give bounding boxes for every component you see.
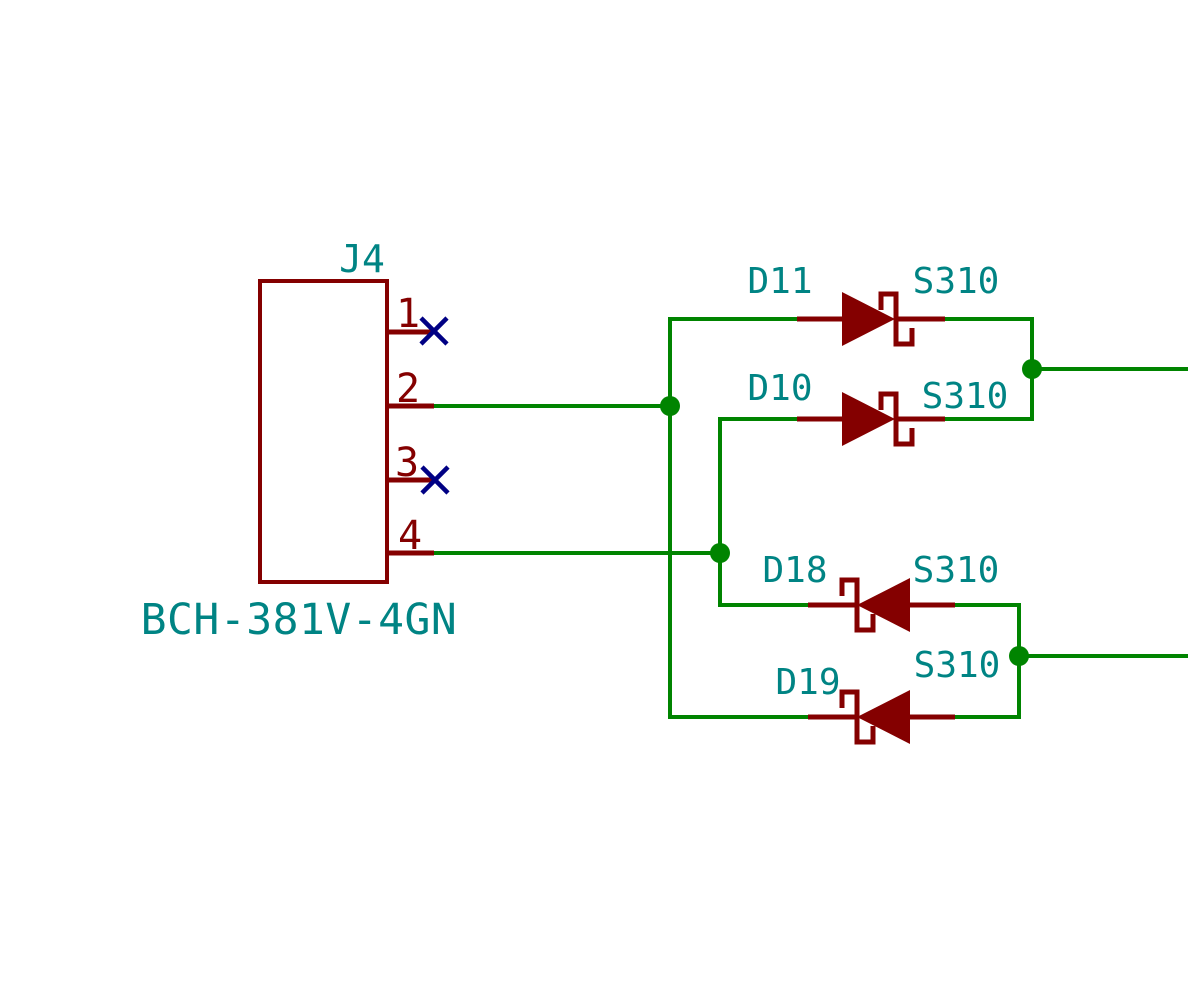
d18-triangle[interactable] bbox=[857, 578, 910, 632]
junction-dot-output-top[interactable] bbox=[1022, 359, 1042, 379]
no-connect-icon-pin1[interactable] bbox=[419, 316, 449, 346]
diode-d18-symbol[interactable]: D18 S310 bbox=[762, 550, 1000, 633]
d11-schottky-cathode-bar[interactable] bbox=[878, 291, 915, 347]
d11-value-label[interactable]: S310 bbox=[913, 261, 1000, 302]
no-connect-icon-pin3[interactable] bbox=[420, 465, 450, 495]
connector-part-number-label[interactable]: BCH-381V-4GN bbox=[141, 595, 458, 645]
d19-value-label[interactable]: S310 bbox=[914, 645, 1001, 686]
connector-j4-symbol[interactable]: 1 2 3 4 J4 BCH-381V-4GN bbox=[141, 237, 458, 645]
d10-reference-label[interactable]: D10 bbox=[747, 368, 812, 409]
junction-dot-output-bottom[interactable] bbox=[1009, 646, 1029, 666]
connector-body[interactable] bbox=[258, 279, 389, 584]
d19-triangle[interactable] bbox=[857, 690, 910, 744]
junction-dot-pin2[interactable] bbox=[660, 396, 680, 416]
pin-2-number: 2 bbox=[396, 366, 420, 412]
d18-value-label[interactable]: S310 bbox=[913, 550, 1000, 591]
d11-reference-label[interactable]: D11 bbox=[747, 261, 812, 302]
pin-1-number: 1 bbox=[396, 291, 420, 337]
diode-d19-symbol[interactable]: D19 S310 bbox=[775, 645, 1001, 745]
d10-value-label[interactable]: S310 bbox=[922, 376, 1009, 417]
junction-dot-pin4[interactable] bbox=[710, 543, 730, 563]
d18-reference-label[interactable]: D18 bbox=[762, 550, 827, 591]
wire-bus-a-d11-d19[interactable] bbox=[668, 317, 810, 719]
wire-bus-b-d10-d18[interactable] bbox=[718, 417, 810, 607]
d10-schottky-cathode-bar[interactable] bbox=[878, 391, 915, 447]
d19-reference-label[interactable]: D19 bbox=[775, 662, 840, 703]
pin-4-number: 4 bbox=[398, 513, 422, 559]
connector-reference-label[interactable]: J4 bbox=[339, 237, 385, 281]
pin-3-number: 3 bbox=[395, 440, 419, 486]
d10-triangle[interactable] bbox=[842, 392, 895, 446]
diode-d10-symbol[interactable]: D10 S310 bbox=[747, 368, 1009, 447]
diode-d11-symbol[interactable]: D11 S310 bbox=[747, 261, 1000, 347]
d11-triangle[interactable] bbox=[842, 292, 895, 346]
